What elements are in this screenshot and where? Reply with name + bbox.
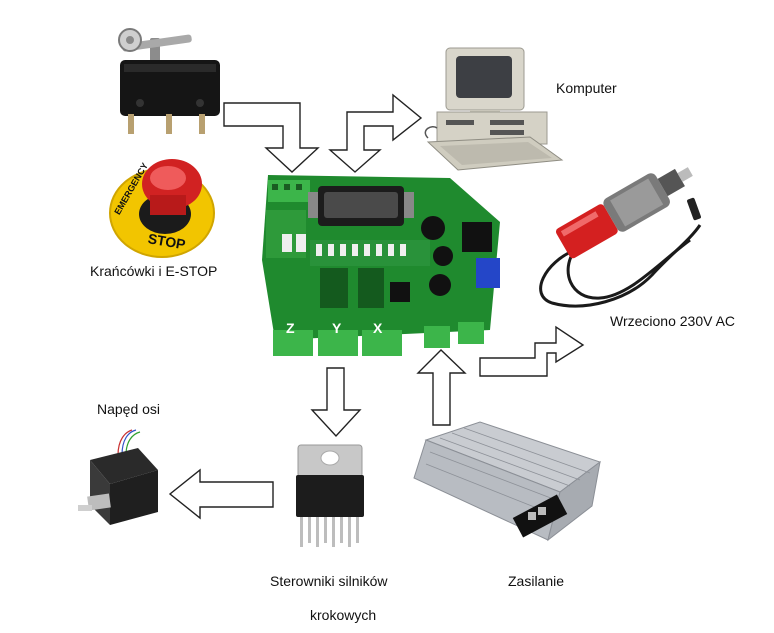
stepper-driver-image	[296, 444, 364, 547]
board-axis-y: Y	[332, 320, 342, 336]
estop-image: EMERGENCY STOP	[109, 159, 215, 258]
arrow-board-to-computer	[328, 93, 423, 173]
board-axis-x: X	[373, 320, 383, 336]
arrow-board-to-spindle	[479, 325, 585, 377]
limit-switch-image	[118, 28, 220, 134]
label-power-supply: Zasilanie	[508, 573, 565, 589]
label-spindle: Wrzeciono 230V AC	[610, 313, 736, 329]
label-limit-switches-estop: Krańcówki i E-STOP	[90, 263, 218, 279]
arrow-drivers-to-motor	[168, 468, 274, 520]
stepper-motor-image	[78, 429, 158, 525]
arrow-power-to-board	[416, 349, 467, 426]
label-axis-drive: Napęd osi	[97, 401, 161, 417]
label-computer: Komputer	[556, 80, 617, 96]
computer-image	[424, 47, 564, 171]
arrow-board-to-drivers	[310, 367, 362, 438]
power-supply-image	[413, 421, 602, 542]
label-stepper-drivers-line1: Sterowniki silników	[270, 573, 388, 589]
control-board-image: Z Y X	[262, 175, 500, 356]
arrow-limit-switch-to-board	[223, 102, 320, 173]
spindle-image	[539, 167, 702, 308]
label-stepper-drivers-line2: krokowych	[310, 607, 377, 623]
estop-text-bottom: STOP	[147, 230, 187, 252]
board-axis-z: Z	[286, 320, 295, 336]
